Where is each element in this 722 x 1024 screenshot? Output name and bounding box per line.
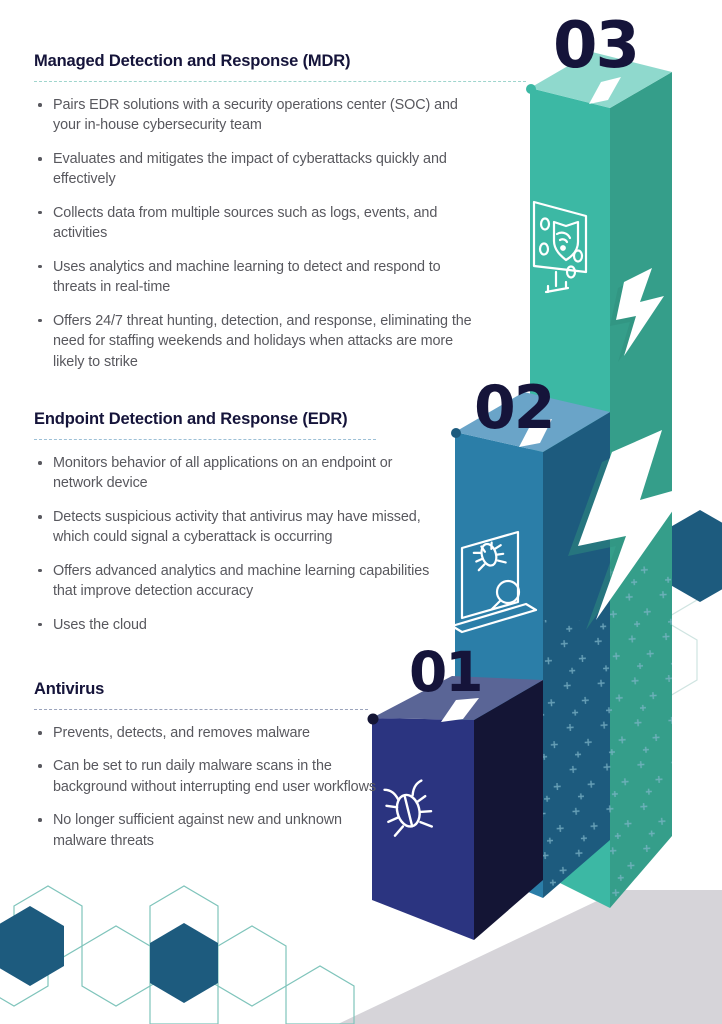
list-item: Offers advanced analytics and machine le… <box>34 561 444 602</box>
bug-icon <box>383 779 433 837</box>
list-item: Prevents, detects, and removes malware <box>34 723 384 743</box>
ground-shadow <box>338 890 722 1024</box>
list-item: No longer sufficient against new and unk… <box>34 810 384 851</box>
section-divider-edr <box>34 439 376 440</box>
list-item: Pairs EDR solutions with a security oper… <box>34 95 484 136</box>
section-edr: Endpoint Detection and Response (EDR) Mo… <box>34 410 444 648</box>
bar-01-connector-dot <box>367 713 379 725</box>
bar-01-left-face <box>372 718 474 940</box>
bar-02-top-diamond <box>519 419 552 447</box>
step-number-03: 03 <box>553 9 640 83</box>
hexagon-filled-right-edge <box>660 510 722 602</box>
bar-01-right-face <box>474 680 543 940</box>
bar-01-top-face <box>372 676 543 720</box>
bullet-list-edr: Monitors behavior of all applications on… <box>34 453 444 635</box>
list-item: Detects suspicious activity that antivir… <box>34 507 444 548</box>
monitor-shield-wifi-icon <box>532 200 588 294</box>
section-title-edr: Endpoint Detection and Response (EDR) <box>34 410 348 428</box>
section-mdr: Managed Detection and Response (MDR) Pai… <box>34 52 526 385</box>
laptop-bug-magnifier-icon <box>450 530 538 634</box>
list-item: Monitors behavior of all applications on… <box>34 453 444 494</box>
section-divider-mdr <box>34 81 526 82</box>
lightning-bolt-small-icon <box>610 268 664 362</box>
section-divider-antivirus <box>34 709 368 710</box>
bar-03-top-diamond <box>589 77 621 104</box>
hexagon-solid-cluster <box>0 906 218 1003</box>
step-number-01: 01 <box>409 640 484 704</box>
hexagon-filled-middle <box>150 923 218 1003</box>
section-title-antivirus: Antivirus <box>34 680 105 698</box>
bar-02-top-face <box>455 392 610 452</box>
bar-01-top-diamond <box>441 698 479 722</box>
list-item: Evaluates and mitigates the impact of cy… <box>34 149 484 190</box>
list-item: Collects data from multiple sources such… <box>34 203 484 244</box>
section-antivirus: Antivirus Prevents, detects, and removes… <box>34 680 384 864</box>
list-item: Can be set to run daily malware scans in… <box>34 756 384 797</box>
bar-02-connector-dot <box>451 428 461 438</box>
list-item: Uses analytics and machine learning to d… <box>34 257 484 298</box>
hexagon-filled-left <box>0 906 64 986</box>
bar-01-antivirus <box>367 676 543 940</box>
section-title-mdr: Managed Detection and Response (MDR) <box>34 52 351 70</box>
step-number-02: 02 <box>474 373 555 443</box>
list-item: Uses the cloud <box>34 615 444 635</box>
bullet-list-mdr: Pairs EDR solutions with a security oper… <box>34 95 484 372</box>
list-item: Offers 24/7 threat hunting, detection, a… <box>34 311 484 372</box>
bullet-list-antivirus: Prevents, detects, and removes malware C… <box>34 723 384 851</box>
bar-03-connector-dot <box>526 84 536 94</box>
bar-03-top-face <box>530 52 672 108</box>
lightning-bolt-large-icon <box>568 430 690 630</box>
